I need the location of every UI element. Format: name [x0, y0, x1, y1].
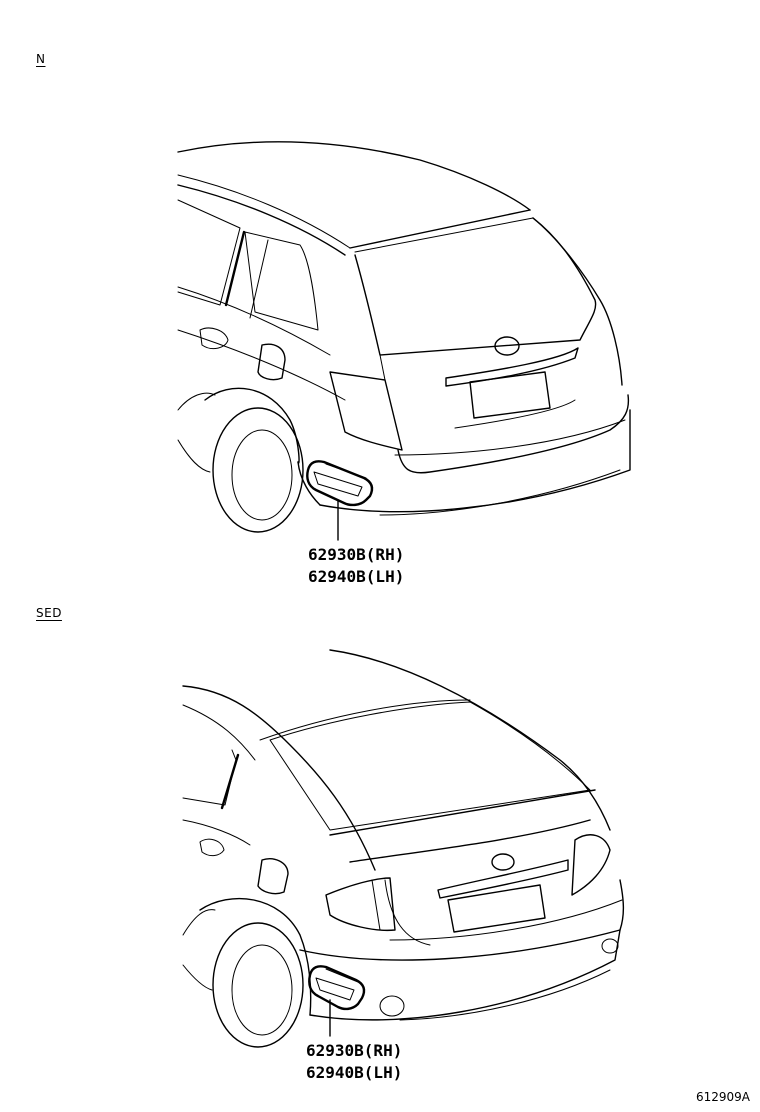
- section-tag-wagon: N: [36, 52, 46, 66]
- part-number-lh-sedan: 62940B(LH): [306, 1063, 403, 1082]
- section-tag-sedan: SED: [36, 606, 62, 620]
- part-number-rh-wagon: 62930B(RH): [308, 545, 405, 564]
- part-number-lh-wagon: 62940B(LH): [308, 567, 405, 586]
- sedan-drawing: [182, 649, 625, 1048]
- figure-id: 612909A: [696, 1090, 751, 1104]
- wagon-drawing: [177, 141, 631, 541]
- part-number-rh-sedan: 62930B(RH): [306, 1041, 403, 1060]
